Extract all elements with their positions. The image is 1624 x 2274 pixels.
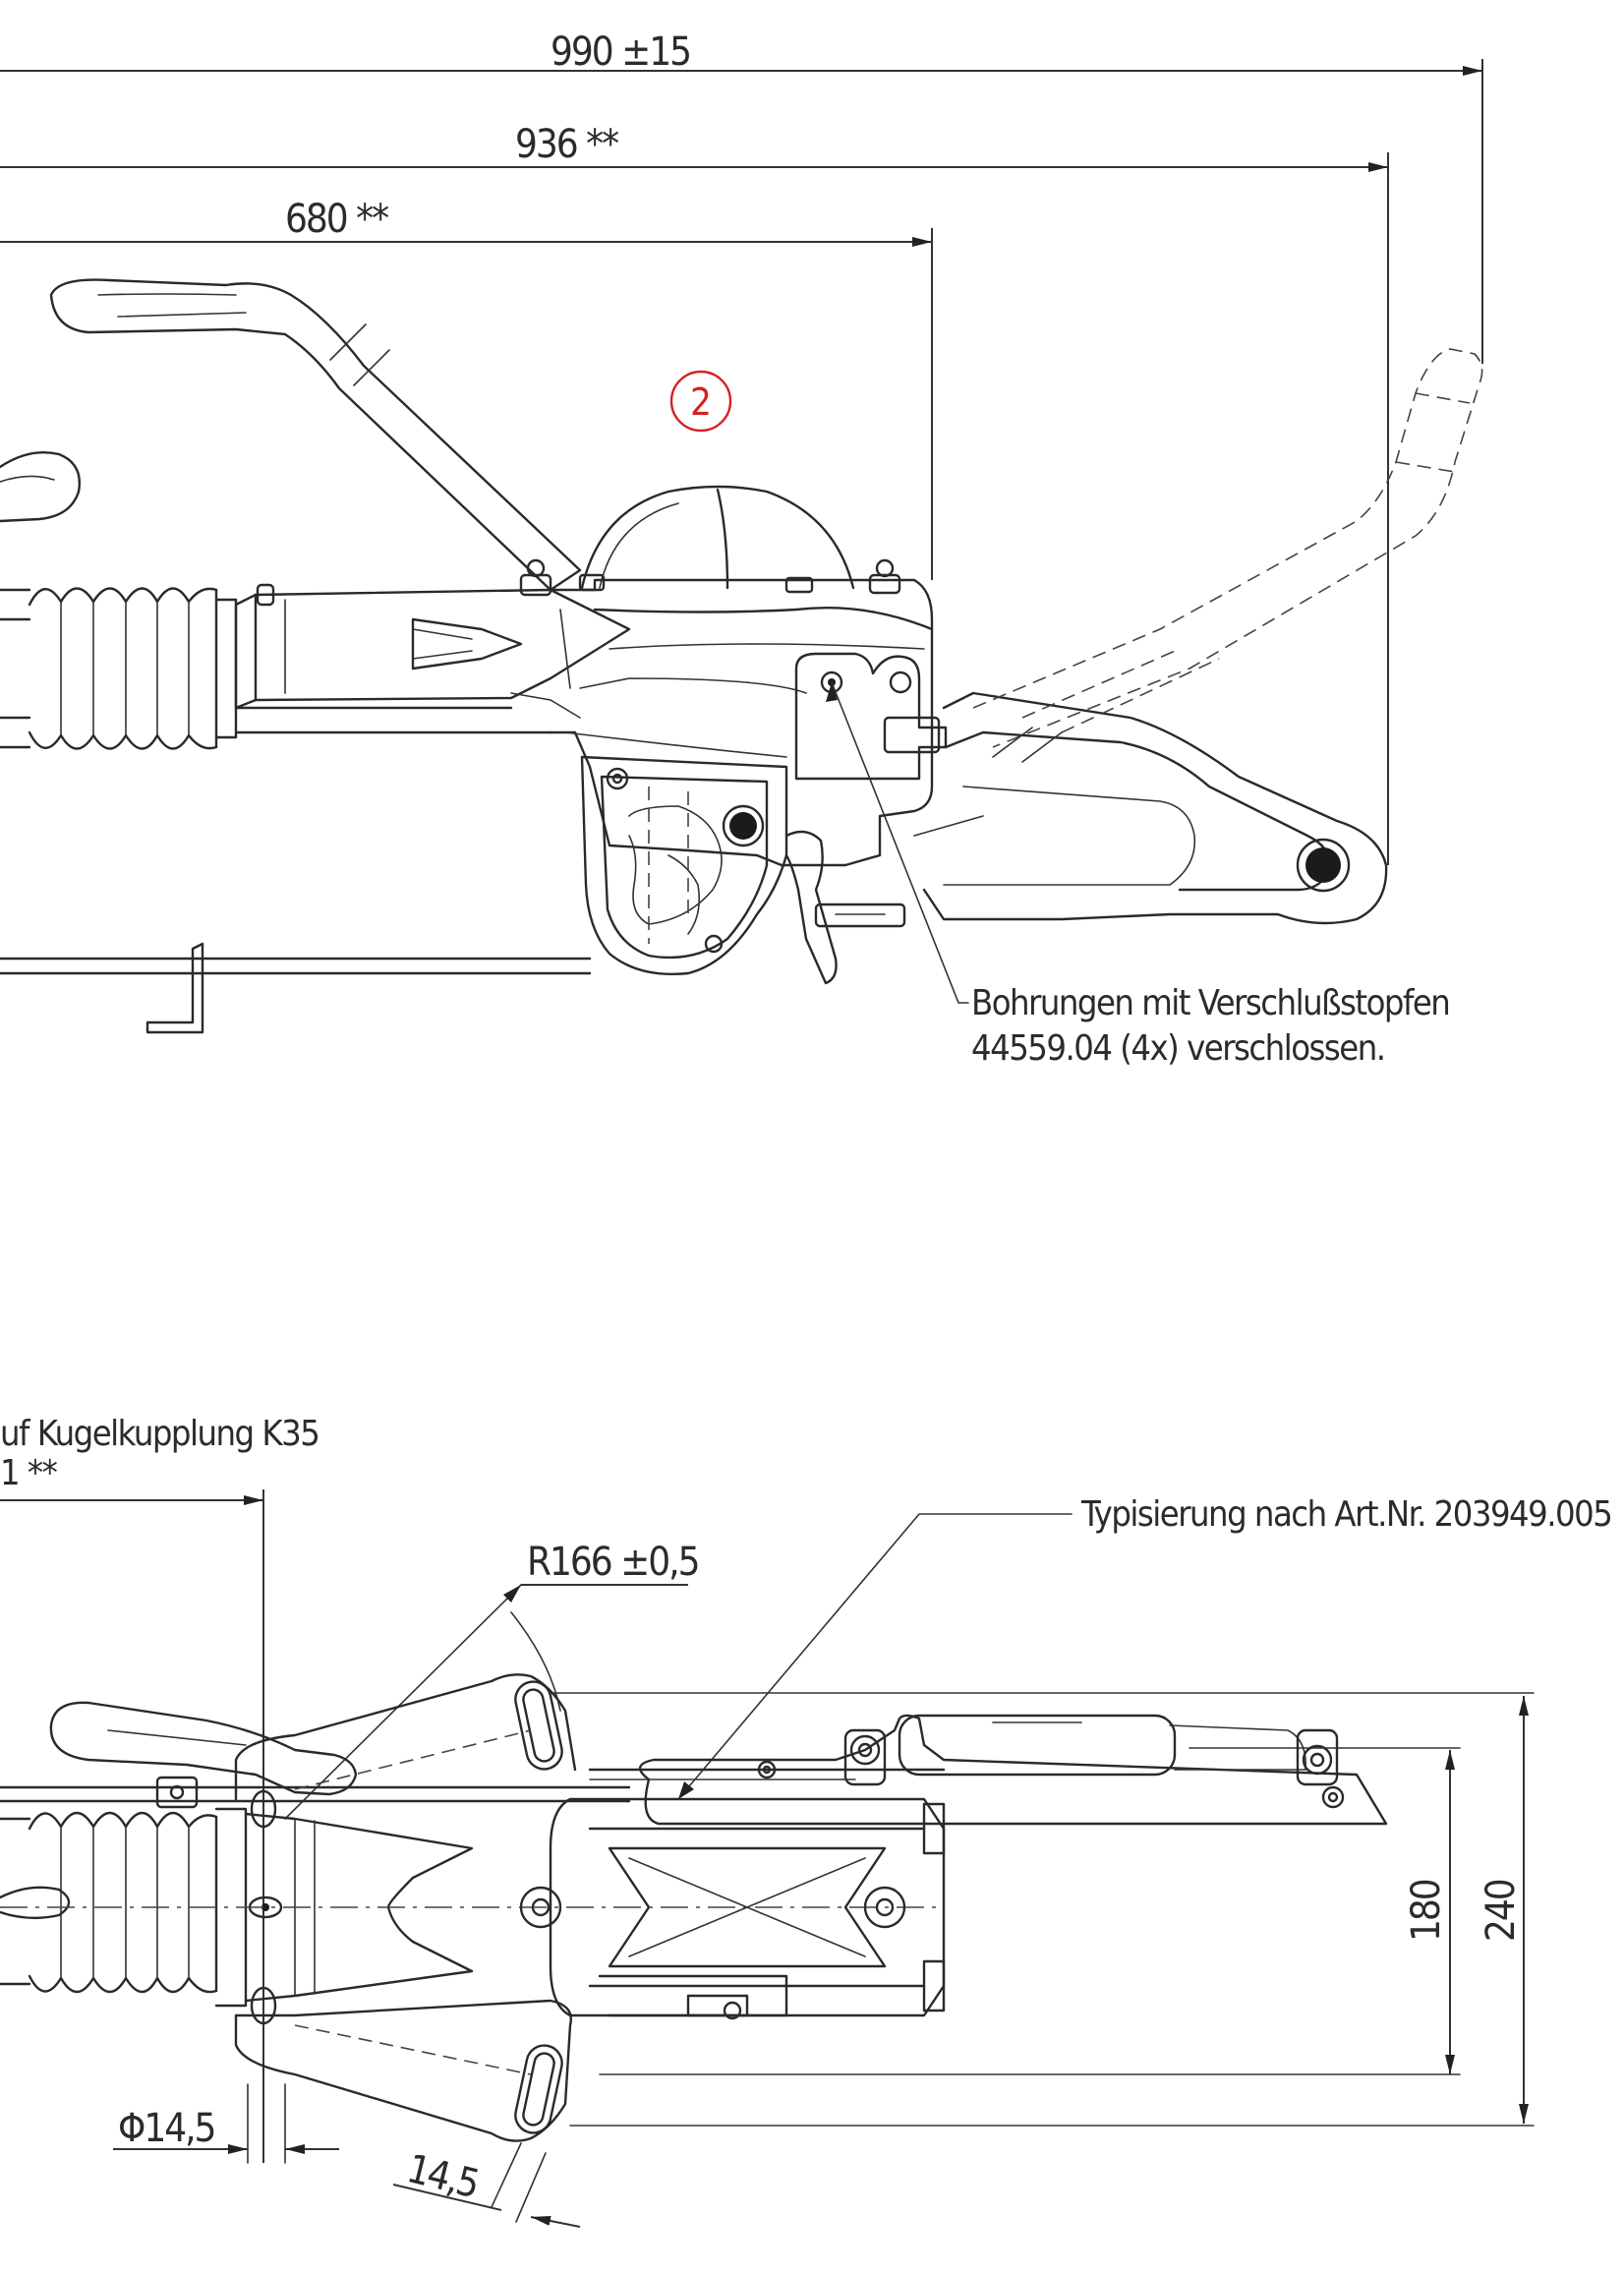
note-drill-holes-line1: Bohrungen mit Verschlußstopfen bbox=[971, 983, 1449, 1023]
dim-240: 240 bbox=[1479, 1880, 1524, 1942]
typisierung-note: Typisierung nach Art.Nr. 203949.005 bbox=[1080, 1494, 1611, 1535]
dim-180: 180 bbox=[1404, 1880, 1449, 1942]
svg-text:2: 2 bbox=[690, 380, 712, 424]
dim-diameter: Φ14,5 bbox=[118, 2106, 214, 2151]
dimension-lines-top bbox=[0, 59, 1483, 865]
dim-slot: 14,5 bbox=[403, 2146, 483, 2207]
dim-990: 990 ±15 bbox=[551, 29, 690, 75]
dim-936: 936 ** bbox=[515, 122, 618, 167]
ref-ball-coupling-dim: 1 ** bbox=[0, 1453, 58, 1493]
dimension-lines-bottom bbox=[0, 1489, 1535, 2228]
note-drill-holes-line2: 44559.04 (4x) verschlossen. bbox=[971, 1028, 1385, 1069]
coupling-bottom-view bbox=[0, 1673, 1388, 2142]
ref-ball-coupling: uf Kugelkupplung K35 bbox=[0, 1414, 319, 1454]
dim-680: 680 ** bbox=[285, 197, 388, 242]
dim-radius: R166 ±0,5 bbox=[527, 1540, 698, 1585]
coupling-top-view bbox=[0, 278, 1483, 1034]
position-marker: 2 bbox=[669, 370, 732, 433]
